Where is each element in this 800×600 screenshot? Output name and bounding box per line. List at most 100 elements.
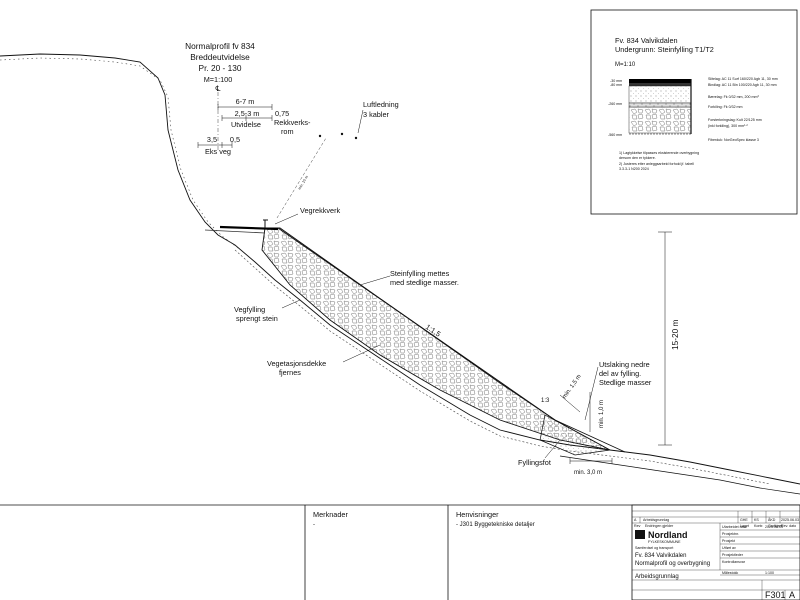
header-col-4: Kontr. [754,524,763,528]
layer-text-7: Fiberduk: NorGeoSpec klasse 3 [708,138,759,142]
road-fill-label-2: sprengt stein [236,314,278,323]
field-2-label: Prosjektnr. [722,532,739,536]
field-6-label: Kontrollansvar [722,560,746,564]
leaders [274,213,599,459]
layer-binder [629,83,691,86]
widening-label: Utvidelse [231,120,261,129]
toe-slope-label: 1:3 [541,398,550,404]
profile-scale: M=1:100 [204,75,233,84]
layer-wearing [629,79,691,83]
field-4-label: Utført av [722,546,736,550]
drawing-status: Arbeidsgrunnlag [635,574,679,580]
vegetation-line [234,249,771,485]
rev-approve: ÅKD [768,517,776,522]
scale-label: Målestokk [722,571,738,575]
guardrail-post [263,219,268,228]
detail-note-1: 1) Lagtykkelse tilpasses eksisterende ov… [619,151,699,155]
min-height-label: min. 1,0 m [599,400,605,428]
rev-check: KS [754,518,759,522]
vegetation-label-1: Vegetasjonsdekke [267,359,326,368]
depth-1: -30 mm [610,79,622,83]
profile-view: Normalprofil fv 834 Breddeutvidelse Pr. … [0,41,800,495]
depth-2: -80 mm [610,83,622,87]
existing-label: Eks veg [205,147,231,156]
profile-title-1: Normalprofil fv 834 [185,41,255,51]
references-text: - J301 Byggetekniske detaljer [456,522,535,528]
terrain-hatch [0,57,239,249]
rev-text: Arbeidsgrunnlag [643,518,669,522]
field-1-value: 2025.06.03 [765,525,783,529]
header-col-1: Rev [634,524,641,528]
lower-terrain [559,455,800,495]
toe-slope-line [554,419,626,453]
profile-title-3: Pr. 20 - 130 [199,63,242,73]
cable-3 [354,136,358,140]
remarks-title: Merknader [313,510,348,519]
header-col-5: Godkjent [768,524,782,528]
powerline-clearance [276,137,327,219]
existing-shoulder: 0,5 [230,135,240,144]
slope-line [277,227,556,421]
fill-top-label-1: Steinfylling mettes [390,269,450,278]
min-thickness-label: min. 1,5 m [562,374,583,400]
cable-2 [340,132,344,136]
layer-text-1: Slitelag: AC 11 Surf 160/220 Agb 11, 30 … [708,77,778,81]
field-1-label: Utarbeidet dato [722,525,747,529]
detail-note-2: dersom den er tykkere. [619,156,656,160]
layer-text-6: (inkl forkiling), 300 mm¹·² [708,124,749,128]
toe-fill [539,414,612,456]
brand-name: Nordland [648,530,688,540]
project-line-1: Fv. 834 Valvikdalen [635,553,686,559]
powerline-clearance-label: min. 10 m [297,175,309,191]
rev-letter: A [634,518,637,522]
fill-top-label-2: med stedlige masser. [390,278,459,287]
road-fill-label-1: Vegfylling [234,305,265,314]
dim-total: 6-7 m [236,97,255,106]
header-col-3: Laget [740,524,749,528]
min-width-label: min. 3,0 m [574,470,602,476]
powerline-label-2: 3 kabler [363,110,390,119]
detail-title-1: Fv. 834 Valvikdalen [615,36,678,45]
rev-by: GHE [740,518,748,522]
profile-title-2: Breddeutvidelse [190,52,250,62]
layer-text-2: Bindlag: AC 11 Bin 100/220 Agb 11, 30 mm [708,83,777,87]
brand-sub: FYLKESKOMMUNE [648,540,681,544]
width-dimensions [197,104,273,148]
depth-4: -560 mm [608,133,622,137]
brand-logo-icon [635,530,645,539]
title-block: A Arbeidsgrunnlag GHE KS ÅKD 2025.06.03 … [631,504,800,600]
references-title: Henvisninger [456,510,499,519]
detail-frame [590,9,798,215]
detail-title-2: Undergrunn: Steinfylling T1/T2 [615,45,714,54]
current-rev: A [789,590,795,600]
existing-road [204,229,266,234]
vegetation-label-2: fjernes [279,368,301,377]
layer-text-5: Forsterkningslag: Kult 22/125 mm [708,118,762,122]
header-col-2: Endringen gjelder [645,524,674,528]
owner: Samferdsel og transport [635,546,673,550]
project-line-2: Normalprofil og overbygning [635,561,710,567]
detail-note-3: 2) Justeres etter anleggsarbeid forhold … [619,162,694,166]
cable-1 [318,134,322,138]
railzone-label-1: Rekkverks- [274,118,311,127]
layer-text-3: Bærelag: Fk 0/32 mm, 200 mm³ [708,95,760,99]
toe-label-3: Stedlige masser [599,378,652,387]
field-5-label: Prosjektleder [722,553,744,557]
pavement-detail: Fv. 834 Valvikdalen Undergrunn: Steinfyl… [590,9,798,215]
dim-railzone: 0,75 [275,109,289,118]
existing-width: 3,5 [207,135,217,144]
layer-text-4: Forkiling: Fk 0/32 mm [708,105,743,109]
toe-label-1: Utslaking nedre [599,360,650,369]
powerline-leader [357,109,364,134]
road-surface [219,225,279,231]
detail-note-4: 3.3.3-1 N200 2024 [619,167,649,171]
depth-3: -260 mm [608,102,622,106]
railzone-label-2: rom [281,127,294,136]
guardrail-label: Vegrekkverk [300,206,341,215]
toe-label-2: del av fylling. [599,369,641,378]
remarks-text: - [313,522,315,528]
detail-scale: M=1:10 [615,62,636,68]
scale-value: 1:100 [765,571,774,575]
rock-fill [261,227,611,451]
